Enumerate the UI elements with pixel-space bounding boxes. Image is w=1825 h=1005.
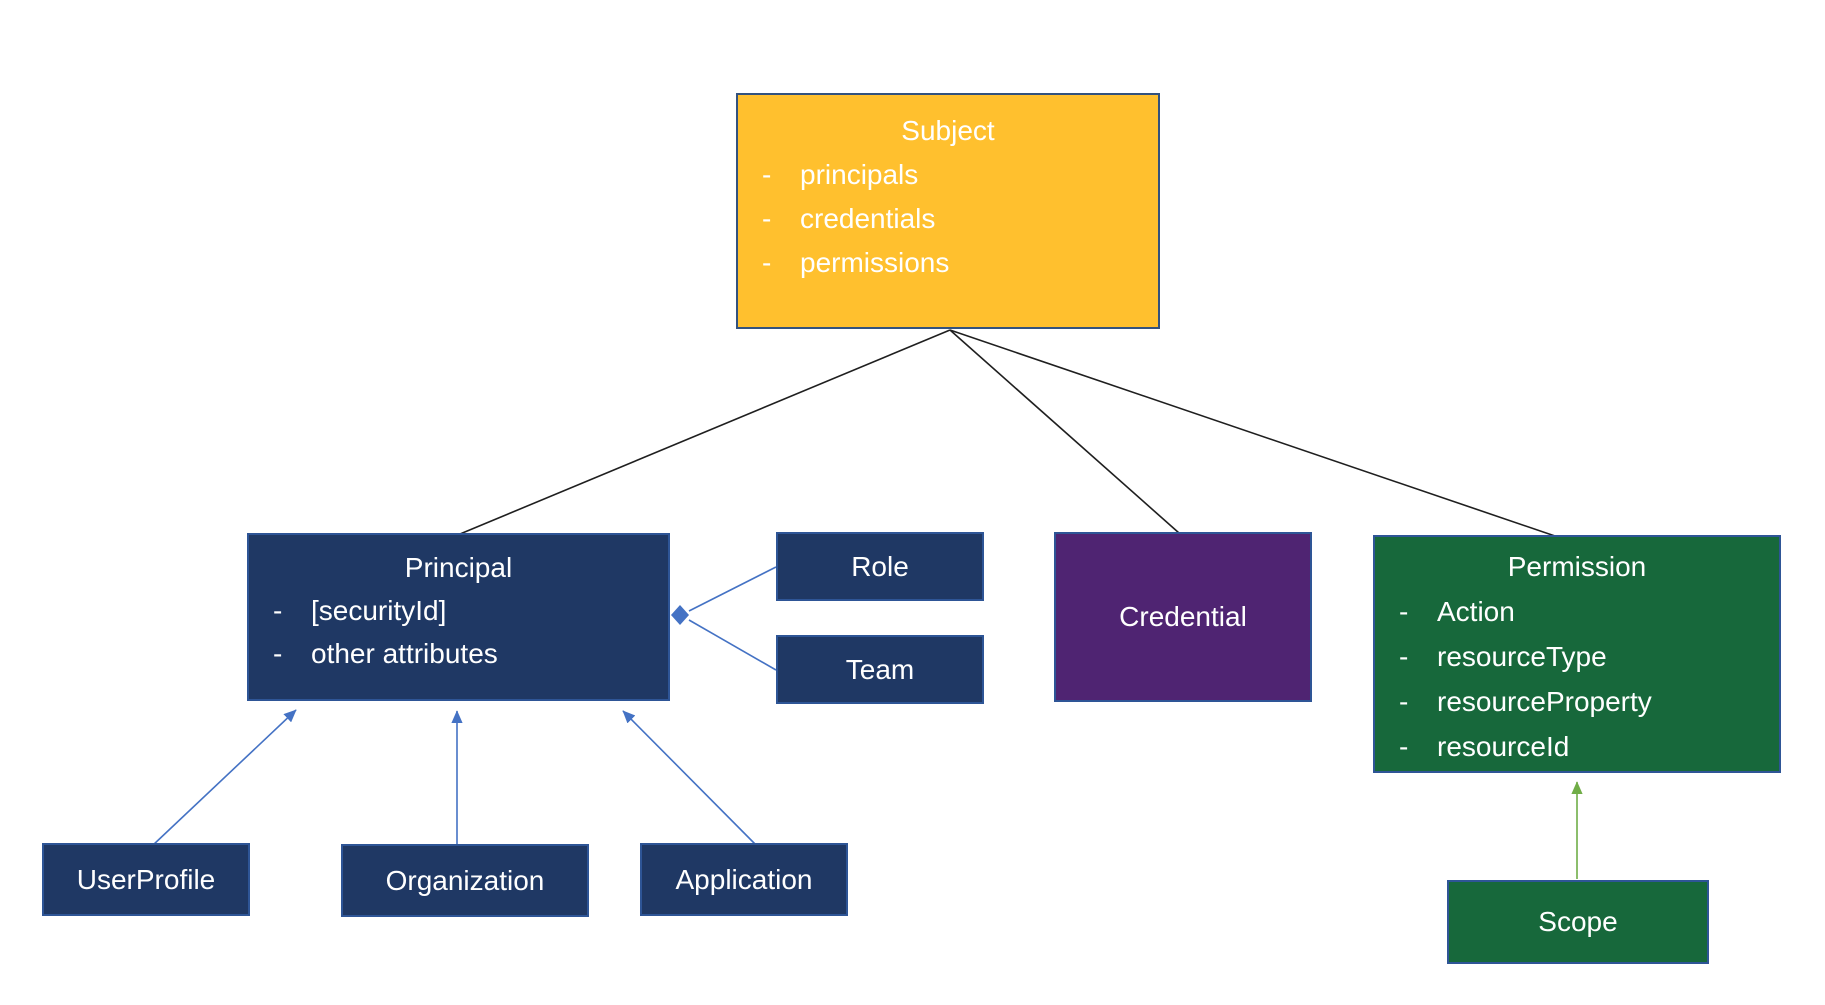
edge-userprofile-principal	[151, 709, 297, 847]
node-permission: Permission - Action - resourceType - res…	[1373, 535, 1781, 773]
node-scope: Scope	[1447, 880, 1709, 964]
edge-role-principal	[688, 566, 777, 612]
node-principal-item: - other attributes	[249, 632, 668, 675]
node-userprofile-title: UserProfile	[76, 863, 216, 895]
node-permission-item-label: resourceProperty	[1437, 686, 1652, 717]
node-application: Application	[640, 843, 848, 916]
node-principal: Principal - [securityId] - other attribu…	[247, 533, 670, 701]
edge-team-principal	[688, 619, 777, 671]
node-permission-item: - Action	[1375, 589, 1779, 634]
node-permission-item-label: resourceId	[1437, 731, 1570, 762]
bullet-dash: -	[273, 595, 283, 626]
node-scope-title: Scope	[1538, 906, 1618, 937]
node-principal-item-label: [securityId]	[311, 595, 447, 626]
node-subject-item-label: principals	[800, 159, 919, 190]
node-principal-item: - [securityId]	[249, 589, 668, 632]
node-subject-title: Subject	[901, 115, 995, 146]
node-subject-item: - credentials	[738, 197, 1158, 241]
bullet-dash: -	[762, 159, 772, 190]
edge-subject-principal	[459, 329, 951, 535]
bullet-dash: -	[1399, 641, 1409, 672]
node-subject-item: - permissions	[738, 241, 1158, 285]
bullet-dash: -	[1399, 731, 1409, 762]
edge-subject-credential	[949, 329, 1180, 534]
node-credential-title: Credential	[1119, 601, 1247, 632]
node-permission-item-label: resourceType	[1437, 641, 1607, 672]
node-subject: Subject - principals - credentials - per…	[736, 93, 1160, 329]
node-principal-item-label: other attributes	[311, 638, 498, 669]
node-subject-item-label: credentials	[800, 203, 936, 234]
node-permission-item: - resourceType	[1375, 634, 1779, 679]
node-subject-item: - principals	[738, 153, 1158, 197]
node-principal-title: Principal	[404, 552, 513, 583]
bullet-dash: -	[762, 203, 772, 234]
node-permission-item: - resourceProperty	[1375, 679, 1779, 724]
node-subject-item-label: permissions	[800, 247, 950, 278]
node-organization: Organization	[341, 844, 589, 917]
node-team: Team	[776, 635, 984, 704]
edge-subject-permission	[949, 329, 1556, 537]
node-credential: Credential	[1054, 532, 1312, 702]
bullet-dash: -	[1399, 686, 1409, 717]
bullet-dash: -	[273, 638, 283, 669]
node-userprofile: UserProfile	[42, 843, 250, 916]
bullet-dash: -	[762, 247, 772, 278]
node-permission-title: Permission	[1507, 551, 1647, 582]
node-team-title: Team	[845, 653, 915, 685]
diamond-arrowhead	[671, 605, 689, 625]
node-permission-item-label: Action	[1437, 596, 1515, 627]
bullet-dash: -	[1399, 596, 1409, 627]
node-permission-item: - resourceId	[1375, 724, 1779, 769]
node-role-title: Role	[851, 550, 909, 582]
edge-application-principal	[622, 710, 757, 846]
node-application-title: Application	[675, 863, 813, 895]
node-organization-title: Organization	[385, 864, 545, 896]
node-role: Role	[776, 532, 984, 601]
